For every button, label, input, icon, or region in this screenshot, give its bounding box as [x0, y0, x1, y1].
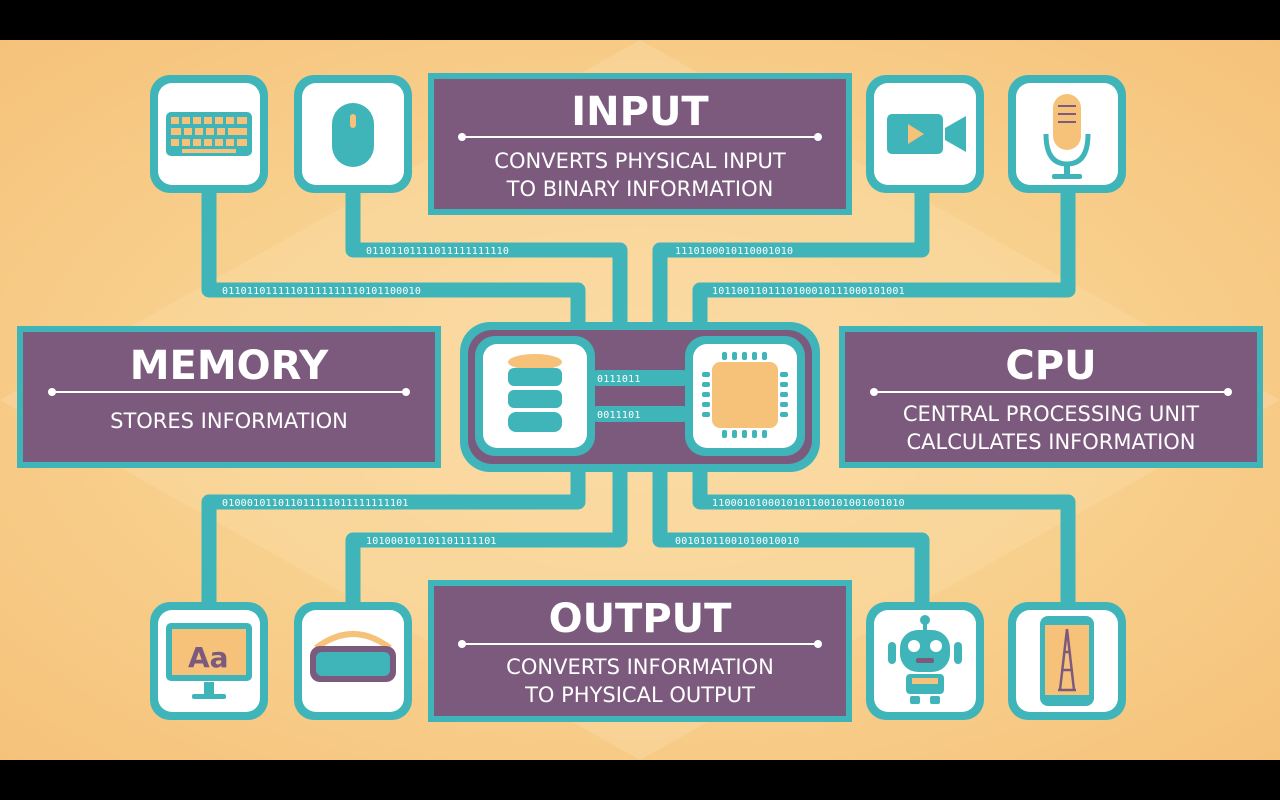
keyboard-tile: [150, 75, 268, 193]
cpu-panel: CPU CENTRAL PROCESSING UNIT CALCULATES I…: [839, 326, 1263, 468]
cpu-line1: CENTRAL PROCESSING UNIT: [903, 402, 1199, 426]
binary-center-lower: 0011101: [597, 410, 641, 421]
wire-microphone: [692, 182, 1076, 336]
database-icon: [508, 354, 562, 432]
input-panel: INPUT CONVERTS PHYSICAL INPUT TO BINARY …: [428, 73, 852, 215]
video-camera-icon: [887, 114, 966, 154]
wire-vr: [345, 464, 628, 623]
wire-keyboard: [201, 182, 586, 336]
cpu-title: CPU: [1005, 343, 1096, 389]
diagram-canvas: 01101101111101111111110101100010 0110110…: [0, 40, 1280, 760]
smartphone-icon: [1040, 616, 1094, 706]
wire-phone: [692, 464, 1076, 623]
microphone-icon: [1043, 94, 1091, 179]
binary-bottom-left-lower: 101000101101101111101: [366, 536, 497, 547]
robot-icon: [888, 615, 962, 704]
input-line1: CONVERTS PHYSICAL INPUT: [494, 149, 786, 173]
binary-labels: 01101101111101111111110101100010 0110110…: [222, 246, 905, 547]
output-line2: TO PHYSICAL OUTPUT: [524, 683, 755, 707]
output-line1: CONVERTS INFORMATION: [506, 655, 774, 679]
chip-tile: [685, 336, 805, 456]
output-panel: OUTPUT CONVERTS INFORMATION TO PHYSICAL …: [428, 580, 852, 722]
output-title: OUTPUT: [549, 596, 733, 642]
memory-line1: STORES INFORMATION: [110, 409, 348, 433]
binary-top-left-inner: 01101101111011111111110: [366, 246, 509, 257]
mic-tile: [1008, 75, 1126, 193]
vr-headset-icon: [310, 631, 396, 682]
phone-tile: [1008, 602, 1126, 720]
memory-panel: MEMORY STORES INFORMATION: [17, 326, 441, 468]
vr-tile: [294, 602, 412, 720]
wire-mouse: [345, 182, 628, 336]
keyboard-icon: [166, 112, 252, 156]
binary-top-left-outer: 01101101111101111111110101100010: [222, 286, 421, 297]
wire-robot: [652, 464, 930, 623]
binary-bottom-right-upper: 1100010100010101100101001001010: [712, 498, 905, 509]
binary-bottom-left-upper: 010001011011011111011111111101: [222, 498, 409, 509]
binary-top-right-inner: 1110100010110001010: [675, 246, 793, 257]
database-tile: [475, 336, 595, 456]
wires: [201, 182, 1076, 623]
mouse-icon: [332, 103, 374, 167]
camera-tile: [866, 75, 984, 193]
wire-camera: [652, 182, 930, 336]
input-line2: TO BINARY INFORMATION: [506, 177, 774, 201]
memory-title: MEMORY: [130, 343, 330, 389]
chip-icon: [702, 352, 788, 438]
cpu-line2: CALCULATES INFORMATION: [907, 430, 1196, 454]
wire-monitor: [201, 464, 586, 623]
binary-top-right-outer: 1011001101110100010111000101001: [712, 286, 905, 297]
monitor-tile: Aa: [150, 602, 268, 720]
binary-center-upper: 0111011: [597, 374, 641, 385]
eiffel-tower-icon: [1058, 628, 1076, 692]
monitor-icon: Aa: [166, 623, 252, 699]
robot-tile: [866, 602, 984, 720]
center-hub: 0111011 0011101: [460, 322, 820, 472]
mouse-tile: [294, 75, 412, 193]
binary-bottom-right-lower: 00101011001010010010: [675, 536, 799, 547]
computer-architecture-diagram: 01101101111101111111110101100010 0110110…: [0, 40, 1280, 760]
monitor-letters: Aa: [188, 641, 229, 674]
input-title: INPUT: [571, 89, 709, 135]
